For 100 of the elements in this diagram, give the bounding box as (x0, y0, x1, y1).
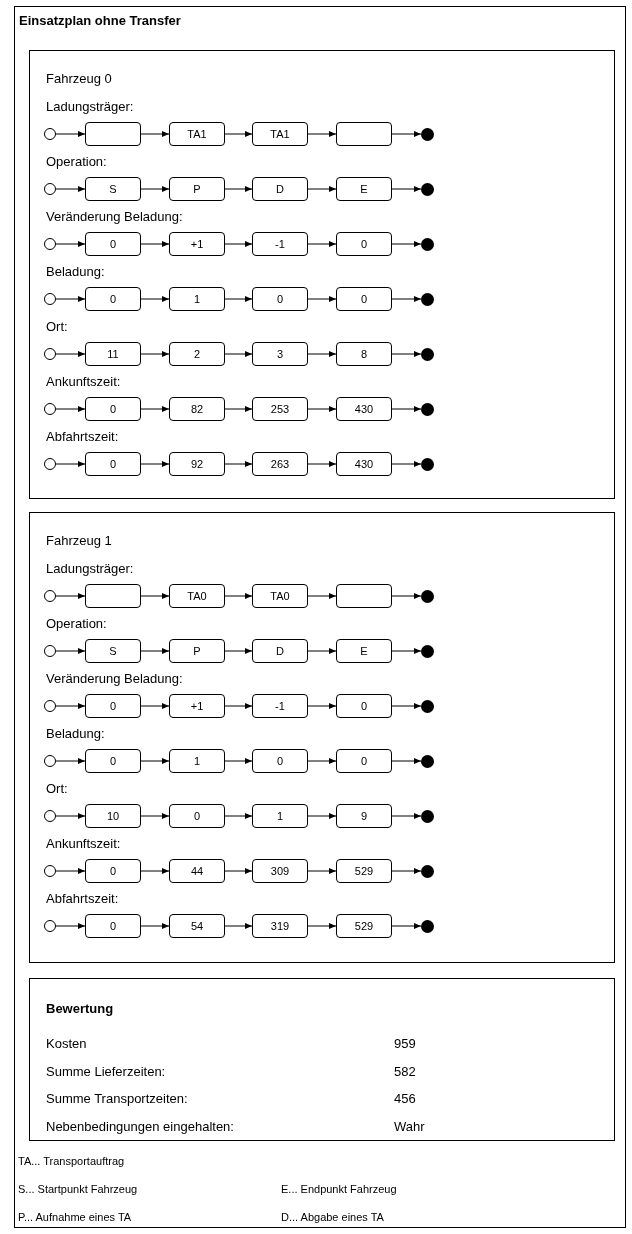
arrow (140, 868, 170, 874)
step-box: 44 (169, 859, 225, 883)
end-dot (421, 127, 434, 141)
arrow (391, 868, 422, 874)
arrow (391, 758, 422, 764)
arrow (224, 296, 253, 302)
step-box: 319 (252, 914, 308, 938)
step-box: 0 (85, 232, 141, 256)
legend-note: D... Abgabe eines TA (281, 1210, 384, 1224)
step-box: 309 (252, 859, 308, 883)
step-box: +1 (169, 232, 225, 256)
arrow (140, 406, 170, 412)
step-box: 529 (336, 859, 392, 883)
end-dot (421, 347, 434, 361)
arrow (55, 868, 86, 874)
end-dot (421, 292, 434, 306)
arrow (307, 868, 337, 874)
arrow (391, 593, 422, 599)
metric-label: Nebenbedingungen eingehalten: (46, 1119, 234, 1136)
row-label: Ankunftszeit: (46, 836, 121, 852)
step-box: 8 (336, 342, 392, 366)
arrow (391, 406, 422, 412)
arrow (55, 813, 86, 819)
arrow (224, 648, 253, 654)
arrow (391, 923, 422, 929)
arrow (224, 406, 253, 412)
start-circle (44, 128, 56, 140)
step-box: 1 (252, 804, 308, 828)
step-box: 92 (169, 452, 225, 476)
arrow (307, 923, 337, 929)
arrow (391, 703, 422, 709)
arrow (140, 648, 170, 654)
arrow (391, 131, 422, 137)
empty-step-box (85, 584, 141, 608)
step-box: 430 (336, 452, 392, 476)
arrow (140, 813, 170, 819)
row-label: Veränderung Beladung: (46, 209, 183, 225)
legend-note: TA... Transportauftrag (18, 1154, 125, 1168)
evaluation-heading: Bewertung (46, 1001, 114, 1017)
step-box: 253 (252, 397, 308, 421)
arrow (307, 703, 337, 709)
step-box: D (252, 639, 308, 663)
arrow (140, 758, 170, 764)
metric-value: 456 (394, 1091, 416, 1108)
step-box: 0 (252, 287, 308, 311)
step-box: 1 (169, 749, 225, 773)
row-label: Abfahrtszeit: (46, 891, 119, 907)
arrow (55, 296, 86, 302)
end-dot (421, 457, 434, 471)
start-circle (44, 458, 56, 470)
end-dot (421, 864, 434, 878)
start-circle (44, 700, 56, 712)
step-box: -1 (252, 232, 308, 256)
step-box: 2 (169, 342, 225, 366)
step-box: 9 (336, 804, 392, 828)
step-box: 0 (85, 694, 141, 718)
end-dot (421, 589, 434, 603)
metric-label: Kosten (46, 1036, 87, 1052)
arrow (391, 351, 422, 357)
row-label: Ort: (46, 781, 68, 797)
end-dot (421, 919, 434, 933)
arrow (140, 703, 170, 709)
row-label: Ladungsträger: (46, 561, 134, 577)
step-box: 1 (169, 287, 225, 311)
row-label: Operation: (46, 154, 107, 170)
end-dot (421, 182, 434, 196)
arrow (307, 648, 337, 654)
arrow (55, 461, 86, 467)
start-circle (44, 920, 56, 932)
arrow (391, 296, 422, 302)
vehicle-panel (29, 512, 615, 963)
arrow (391, 186, 422, 192)
step-box: S (85, 639, 141, 663)
step-box: S (85, 177, 141, 201)
step-box: TA1 (169, 122, 225, 146)
arrow (224, 703, 253, 709)
evaluation-panel (29, 978, 615, 1141)
step-box: 0 (85, 914, 141, 938)
step-box: P (169, 639, 225, 663)
row-label: Ladungsträger: (46, 99, 134, 115)
step-box: 0 (336, 749, 392, 773)
step-box: 0 (85, 749, 141, 773)
step-box: 0 (336, 232, 392, 256)
metric-label: Summe Transportzeiten: (46, 1091, 188, 1108)
arrow (140, 351, 170, 357)
arrow (140, 131, 170, 137)
plan-frame (14, 6, 626, 1228)
step-box: 3 (252, 342, 308, 366)
step-box: 54 (169, 914, 225, 938)
step-box: 0 (85, 452, 141, 476)
step-box: D (252, 177, 308, 201)
arrow (224, 351, 253, 357)
arrow (55, 703, 86, 709)
vehicle-heading: Fahrzeug 0 (46, 71, 112, 87)
step-box: 11 (85, 342, 141, 366)
row-label: Beladung: (46, 726, 105, 742)
arrow (224, 923, 253, 929)
end-dot (421, 699, 434, 713)
arrow (140, 186, 170, 192)
empty-step-box (85, 122, 141, 146)
